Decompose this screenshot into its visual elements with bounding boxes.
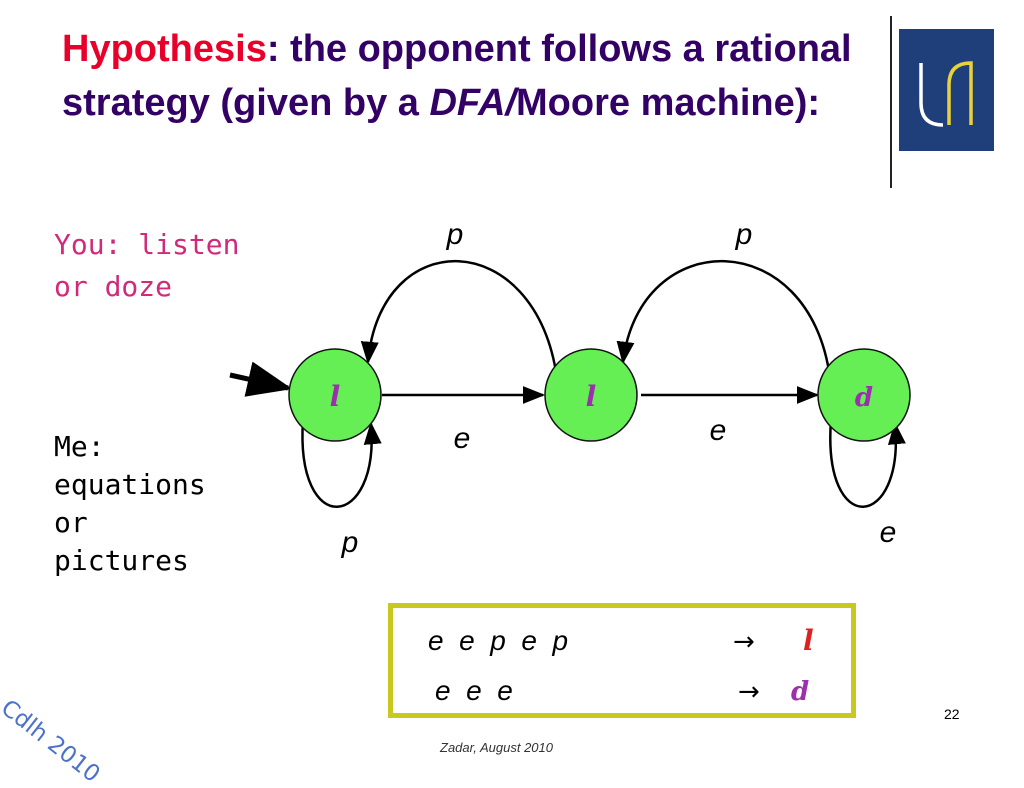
me-note-line: pictures	[54, 544, 189, 577]
label-s0-s1: e	[454, 422, 471, 455]
slide-title: Hypothesis: the opponent follows a ratio…	[62, 22, 882, 130]
logo-mark-icon	[899, 29, 994, 151]
state-output-s2: d	[855, 383, 873, 413]
trace-examples-box: e e p e p → l e e e → d	[388, 603, 856, 718]
state-s1	[544, 348, 638, 442]
trace-output: l	[803, 624, 814, 657]
trace-arrow: →	[733, 627, 755, 657]
title-highlight: Hypothesis	[62, 28, 267, 70]
label-s1-s2: e	[710, 414, 727, 447]
state-s0	[288, 348, 382, 442]
moore-machine-diagram: l l d p p e e p e	[229, 218, 911, 559]
trace-sequence: e e e	[435, 675, 513, 706]
label-loop-s0: p	[341, 526, 359, 559]
title-text-2: Moore machine):	[516, 82, 821, 124]
state-s2	[817, 348, 911, 442]
self-loop-s2	[829, 419, 906, 508]
label-s1-s0: p	[446, 218, 464, 251]
label-s2-s1: p	[735, 218, 753, 251]
state-output-s0: l	[330, 380, 341, 413]
university-logo	[899, 29, 994, 151]
trace-arrow: →	[738, 677, 760, 707]
self-loop-s0	[301, 419, 382, 508]
me-note: Me: equations or pictures	[54, 428, 264, 580]
me-note-line: or	[54, 506, 88, 539]
you-note: You: listen or doze	[54, 228, 240, 303]
state-output-s1: l	[586, 380, 597, 413]
transition-s1-s0	[360, 260, 559, 379]
page-number: 22	[944, 706, 960, 722]
footer-text: Zadar, August 2010	[440, 740, 553, 755]
trace-output: d	[791, 677, 809, 707]
me-note-line: equations	[54, 468, 206, 501]
trace-sequence: e e p e p	[428, 625, 568, 656]
label-loop-s2: e	[880, 516, 897, 549]
title-italic: DFA/	[429, 82, 517, 124]
logo-divider	[890, 16, 892, 188]
me-note-line: Me:	[54, 430, 105, 463]
transition-s2-s1	[616, 260, 832, 379]
title-text-1: : the opponent follows a rational strate…	[62, 28, 852, 124]
trace-examples: e e p e p → l e e e → d	[428, 624, 814, 707]
initial-arrow	[229, 361, 293, 397]
